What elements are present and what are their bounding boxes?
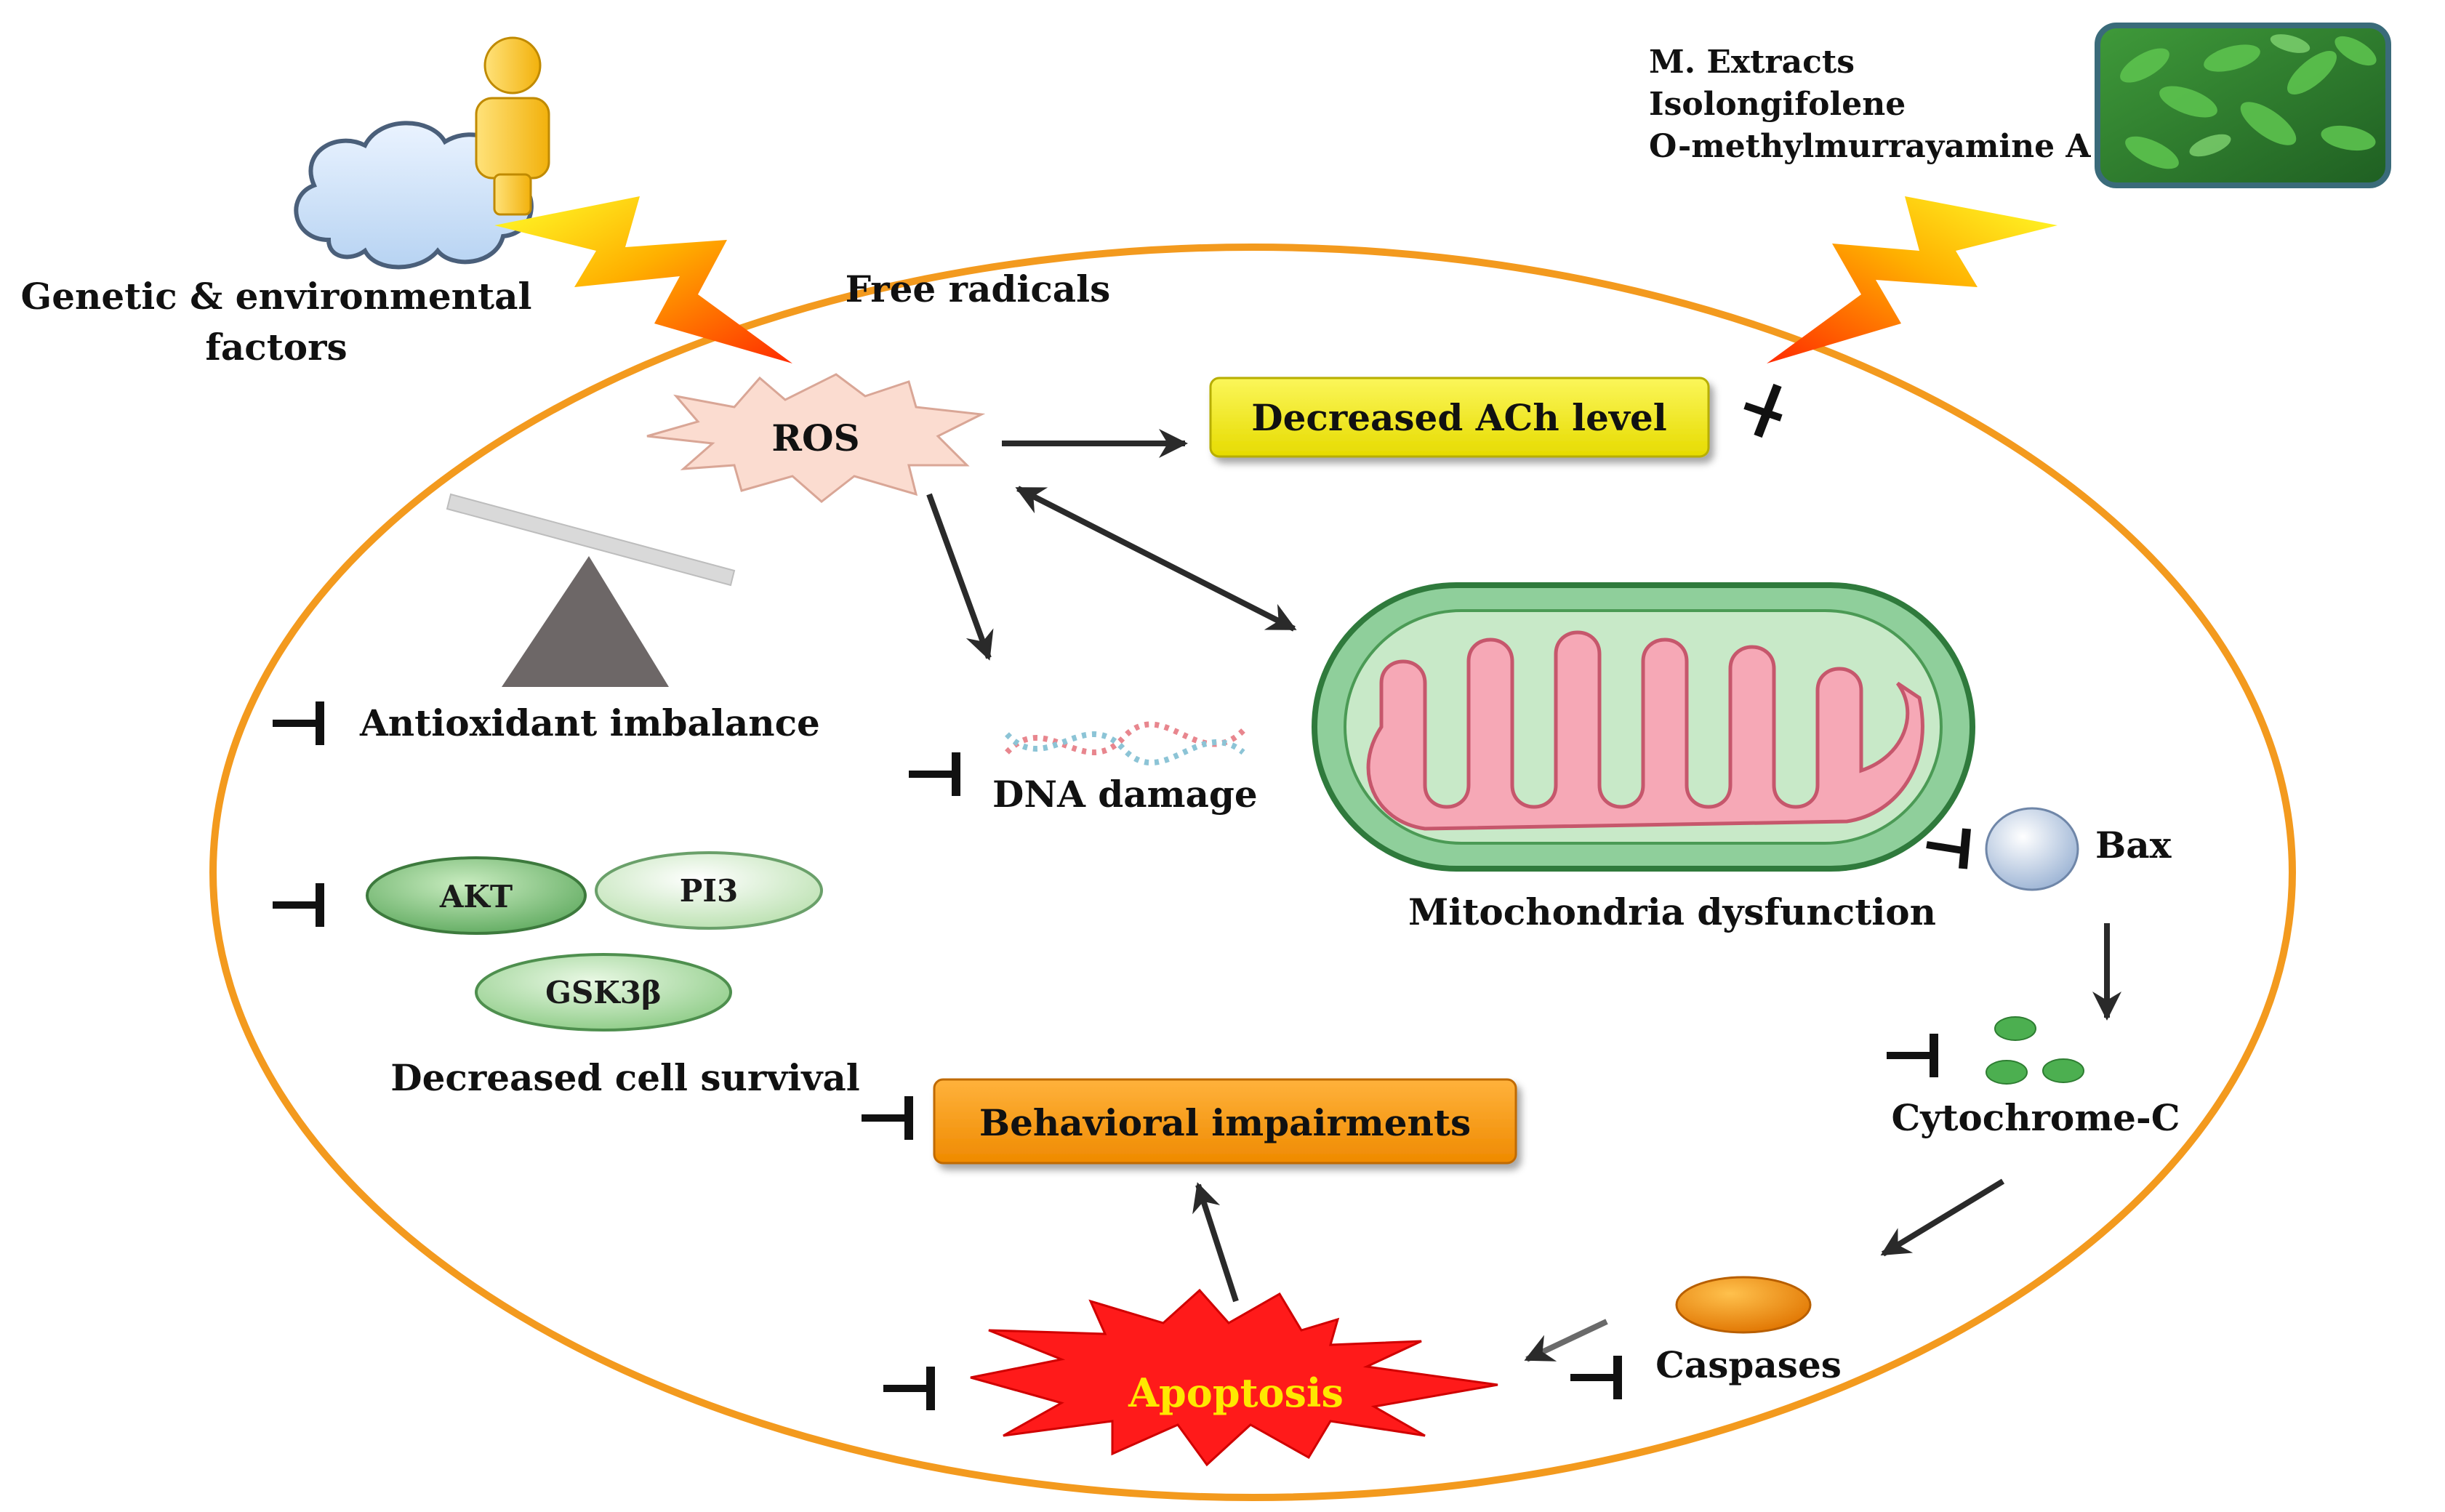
dna-helix-icon bbox=[1005, 721, 1245, 766]
gsk3b-label: GSK3β bbox=[545, 975, 662, 1010]
behavioral-impairments-box bbox=[933, 1078, 1517, 1165]
behavioral-impairments-label: Behavioral impairments bbox=[979, 1101, 1471, 1144]
inhibition-bar-icon-apoptosis bbox=[883, 1367, 935, 1410]
arrow-apoptosis-behavior bbox=[1192, 1182, 1239, 1303]
dna-damage-label: DNA damage bbox=[992, 773, 1258, 816]
pi3-label: PI3 bbox=[680, 873, 738, 909]
cytochrome-c-label: Cytochrome-C bbox=[1891, 1096, 2180, 1139]
extract-label-2: Isolongifolene bbox=[1649, 86, 1906, 123]
caspases-label: Caspases bbox=[1655, 1343, 1842, 1386]
inhibition-bar-icon-behavior bbox=[862, 1096, 913, 1140]
inhibition-bar-icon-akt bbox=[273, 883, 324, 927]
ros-label: ROS bbox=[771, 417, 859, 459]
lightning-icon-right bbox=[1767, 196, 2057, 363]
apoptosis-label: Apoptosis bbox=[1128, 1370, 1344, 1416]
lightning-icon-left bbox=[494, 196, 792, 363]
inhibition-bar-icon-caspases bbox=[1570, 1356, 1622, 1399]
cytochrome-dots-icon bbox=[1986, 1016, 2084, 1085]
arrow-ros-dna bbox=[926, 493, 994, 661]
akt-label: AKT bbox=[439, 879, 513, 914]
extract-label-3: O-methylmurrayamine A bbox=[1649, 128, 2091, 165]
apoptosis-burst bbox=[970, 1288, 1498, 1467]
arrow-caspases-apoptosis bbox=[1524, 1319, 1608, 1362]
inhibition-bar-icon-antiox bbox=[273, 701, 324, 745]
person-icon bbox=[475, 36, 550, 216]
akt-oval bbox=[366, 856, 587, 935]
free-radicals-label: Free radicals bbox=[846, 268, 1111, 310]
decreased-cell-survival-label: Decreased cell survival bbox=[390, 1056, 859, 1099]
inhibition-bar-icon-cyto bbox=[1887, 1034, 1938, 1077]
mitochondrion-icon bbox=[1312, 582, 1975, 872]
genetic-factors-label-2: factors bbox=[205, 326, 347, 369]
arrow-ros-mito bbox=[1015, 486, 1297, 632]
pi3-oval bbox=[595, 851, 823, 930]
mito-dysfunction-label: Mitochondria dysfunction bbox=[1408, 890, 1936, 933]
gsk3b-oval bbox=[475, 953, 732, 1032]
bax-label: Bax bbox=[2095, 824, 2172, 866]
extract-label-1: M. Extracts bbox=[1649, 44, 1855, 81]
inhibition-bar-icon-dna bbox=[909, 752, 960, 796]
inhibition-bar-icon-ach bbox=[1743, 383, 1783, 438]
caspases-oval bbox=[1675, 1276, 1812, 1334]
antioxidant-imbalance-label: Antioxidant imbalance bbox=[359, 701, 820, 744]
bax-sphere-icon bbox=[1985, 807, 2079, 891]
ros-burst bbox=[646, 373, 986, 503]
plant-photo bbox=[2095, 23, 2391, 188]
arrow-cyto-caspases bbox=[1880, 1178, 2005, 1257]
genetic-factors-label: Genetic & environmental bbox=[21, 275, 532, 318]
decreased-ach-label: Decreased ACh level bbox=[1251, 396, 1667, 439]
inhibition-bar-icon-bax bbox=[1926, 828, 1971, 869]
decreased-ach-box bbox=[1209, 377, 1710, 458]
balance-scale-icon bbox=[446, 493, 736, 687]
cell-outline bbox=[209, 244, 2296, 1501]
